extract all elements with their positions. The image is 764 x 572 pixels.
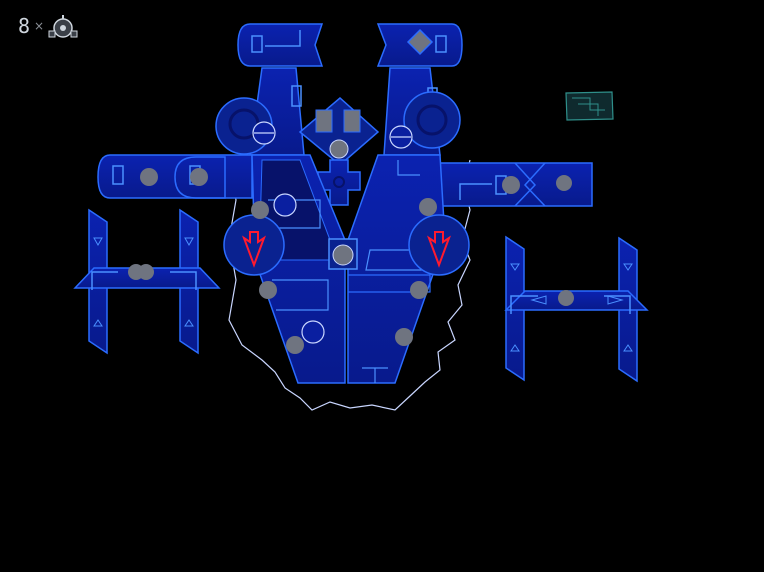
cockpit-module — [298, 97, 380, 166]
crew-stations — [190, 168, 520, 354]
drone-icon — [48, 15, 78, 38]
multiplier-sign: × — [34, 19, 45, 33]
system-module-top-right — [406, 28, 434, 56]
drone-counter: 8 × — [18, 12, 78, 40]
gear-icon[interactable] — [332, 244, 354, 266]
hull-left-arm — [97, 154, 253, 199]
door-icon[interactable] — [273, 193, 297, 217]
hull-cross-connector — [317, 159, 361, 206]
gear-icon[interactable] — [329, 139, 349, 159]
hull-top-left-pod — [237, 23, 324, 67]
shield-outline — [228, 159, 471, 411]
hull-top-right-pod — [376, 23, 463, 67]
engine-icon[interactable] — [403, 91, 461, 149]
hull-right-outrigger — [504, 235, 649, 383]
weapon-mount-icon[interactable] — [408, 214, 470, 276]
drone-count: 8 — [18, 14, 31, 38]
enemy-ship-icon[interactable] — [565, 91, 614, 121]
door-icon[interactable] — [301, 320, 325, 344]
hull-left-outrigger — [73, 208, 221, 355]
